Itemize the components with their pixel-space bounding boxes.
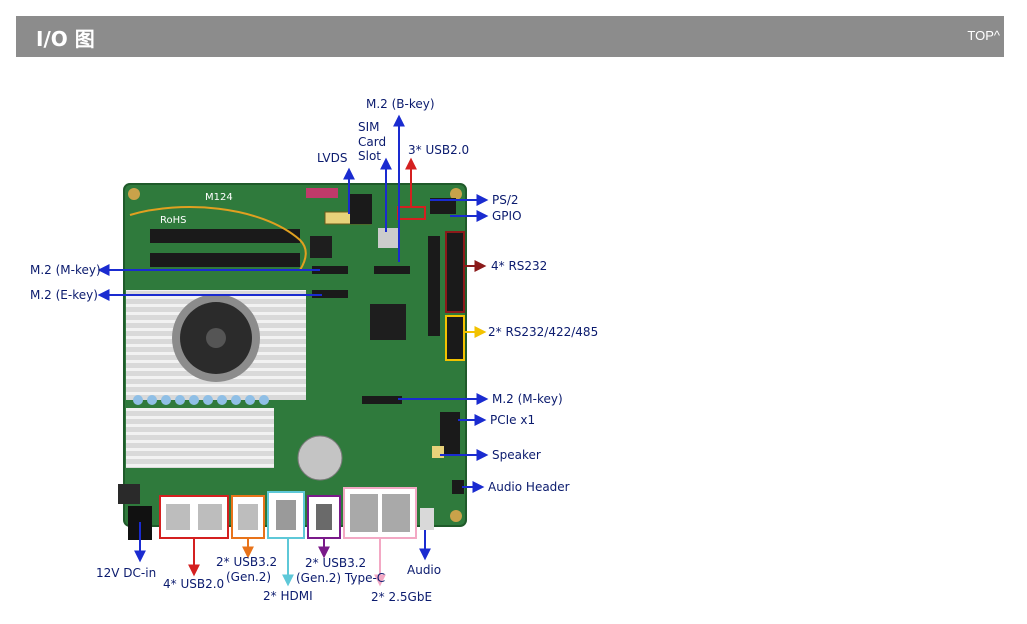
mount-hole [450,510,462,522]
label-usb32c-1: 2* USB3.2 [305,556,366,570]
sodimm-slot [150,229,300,243]
back-to-top-link[interactable]: TOP^ [967,28,1000,43]
sim-card-slot [378,228,398,248]
audio-header-connector [452,480,464,494]
m2-bkey-slot [374,266,410,274]
label-usb32-1: 2* USB3.2 [216,555,277,569]
m2-mkey-left-slot [312,266,348,274]
pcie-x1-slot [440,412,460,456]
model-marking: M124 [205,192,233,203]
fan-hub [206,328,226,348]
usb32-typec-ports [307,495,341,539]
typec-port-icon [316,504,332,530]
rs232-422-485-headers [445,315,465,361]
label-audio-header: Audio Header [488,480,570,494]
label-lvds: LVDS [317,151,347,165]
label-m2-mkey-left: M.2 (M-key) [30,263,101,277]
mount-hole [128,188,140,200]
label-2-5gbe: 2* 2.5GbE [371,590,432,604]
label-hdmi: 2* HDMI [263,589,313,603]
rj45-port-icon [382,494,410,532]
chip [310,236,332,258]
label-usb20-header: 3* USB2.0 [408,143,469,157]
heatsink-lower [126,408,274,468]
dc-in-jack [118,484,140,504]
label-rs232: 4* RS232 [491,259,547,273]
speaker-header [432,446,444,458]
coin-battery [297,435,343,481]
callout-arrows [97,114,489,587]
section-header: I/O 图 TOP^ [16,16,1004,57]
usb20-port-icon [198,504,222,530]
label-audio: Audio [407,563,441,577]
label-speaker: Speaker [492,448,541,462]
connector [350,194,372,224]
label-usb20-ports: 4* USB2.0 [163,577,224,591]
label-sim-2: Card [358,135,386,149]
label-usb32-2: (Gen.2) [226,570,271,584]
fan-cable [129,206,307,271]
m2-mkey-slot [362,396,402,404]
label-sim-3: Slot [358,149,381,163]
usb20-port-icon [166,504,190,530]
label-rs232-422-485: 2* RS232/422/485 [488,325,598,339]
m2-ekey-slot [312,290,348,298]
ps2-gpio-header [430,198,456,214]
label-ps2: PS/2 [492,193,519,207]
label-pcie: PCIe x1 [490,413,535,427]
callout-labels: M.2 (B-key) SIM Card Slot LVDS 3* USB2.0… [30,97,598,604]
hdmi-port-icon [276,500,296,530]
audio-jack [420,508,434,530]
label-m2-ekey: M.2 (E-key) [30,288,98,302]
motherboard: RoHS M124 [118,183,467,540]
rs232-headers [445,231,465,313]
m2-slots-vertical [428,236,440,336]
section-title: I/O 图 [36,27,95,51]
chipset [370,304,406,340]
usb32-port-icon [238,504,258,530]
label-dc-in: 12V DC-in [96,566,156,580]
label-gpio: GPIO [492,209,522,223]
rj45-port-icon [350,494,378,532]
label-sim-1: SIM [358,120,380,134]
label-usb32c-2: (Gen.2) Type-C [296,571,385,585]
header-connector [306,188,338,198]
rohs-marking: RoHS [160,215,186,226]
sodimm-slot [150,253,300,267]
mount-hole [450,188,462,200]
label-m2-bkey: M.2 (B-key) [366,97,435,111]
label-m2-mkey-right: M.2 (M-key) [492,392,563,406]
